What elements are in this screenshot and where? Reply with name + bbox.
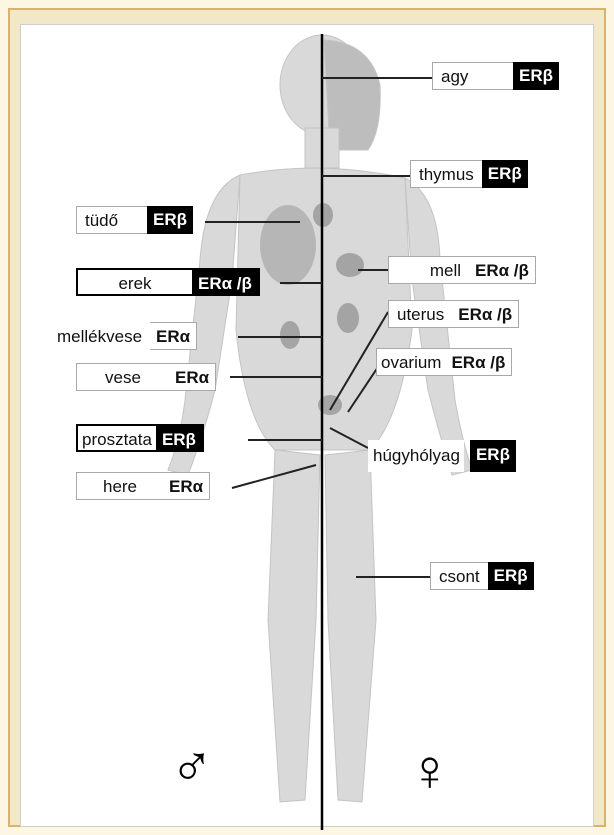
label-vese: vese ERα (76, 363, 216, 391)
lung-organ (260, 205, 316, 285)
label-csont-text: csont (430, 562, 488, 590)
label-uterus-text: uterus (388, 300, 452, 328)
label-hugyholyag: húgyhólyag ERβ (368, 440, 516, 472)
label-thymus-receptor: ERβ (482, 160, 528, 188)
label-agy: agy ERβ (432, 62, 559, 90)
left-leg (268, 450, 320, 802)
label-thymus-text: thymus (410, 160, 482, 188)
label-tudo-text: tüdő (76, 206, 147, 234)
label-mell-text: mell (388, 256, 469, 284)
label-hugyholyag-text: húgyhólyag (368, 440, 464, 472)
label-agy-text: agy (432, 62, 513, 90)
label-mell: mell ERα /β (388, 256, 536, 284)
label-here-receptor: ERα (163, 472, 210, 500)
kidney-organ (280, 321, 300, 349)
label-erek-receptor: ERα /β (192, 268, 260, 296)
label-mellekvese-text: mellékvese (48, 322, 150, 350)
male-symbol-icon: ♂ (170, 738, 214, 796)
label-mellekvese-receptor: ERα (150, 322, 197, 350)
label-vese-text: vese (76, 363, 169, 391)
label-agy-receptor: ERβ (513, 62, 559, 90)
label-prosztata-text: prosztata (76, 424, 156, 452)
breast-organ (336, 253, 364, 277)
label-thymus: thymus ERβ (410, 160, 528, 188)
label-uterus-receptor: ERα /β (452, 300, 519, 328)
label-mell-receptor: ERα /β (469, 256, 536, 284)
label-ovarium: ovarium ERα /β (376, 348, 512, 376)
label-vese-receptor: ERα (169, 363, 216, 391)
label-tudo-receptor: ERβ (147, 206, 193, 234)
label-tudo: tüdő ERβ (76, 206, 193, 234)
label-ovarium-receptor: ERα /β (445, 348, 512, 376)
label-mellekvese: mellékvese ERα (48, 322, 197, 350)
female-symbol-icon: ♀ (408, 742, 452, 800)
label-erek-text: erek (76, 268, 192, 296)
label-uterus: uterus ERα /β (388, 300, 519, 328)
label-erek: erek ERα /β (76, 268, 260, 296)
kidney-organ-right (337, 303, 359, 333)
label-prosztata-receptor: ERβ (156, 424, 204, 452)
label-here-text: here (76, 472, 163, 500)
label-csont-receptor: ERβ (488, 562, 534, 590)
label-csont: csont ERβ (430, 562, 534, 590)
label-hugyholyag-receptor: ERβ (470, 440, 516, 472)
label-here: here ERα (76, 472, 210, 500)
label-ovarium-text: ovarium (376, 348, 445, 376)
right-leg (325, 450, 376, 802)
label-prosztata: prosztata ERβ (76, 424, 204, 452)
